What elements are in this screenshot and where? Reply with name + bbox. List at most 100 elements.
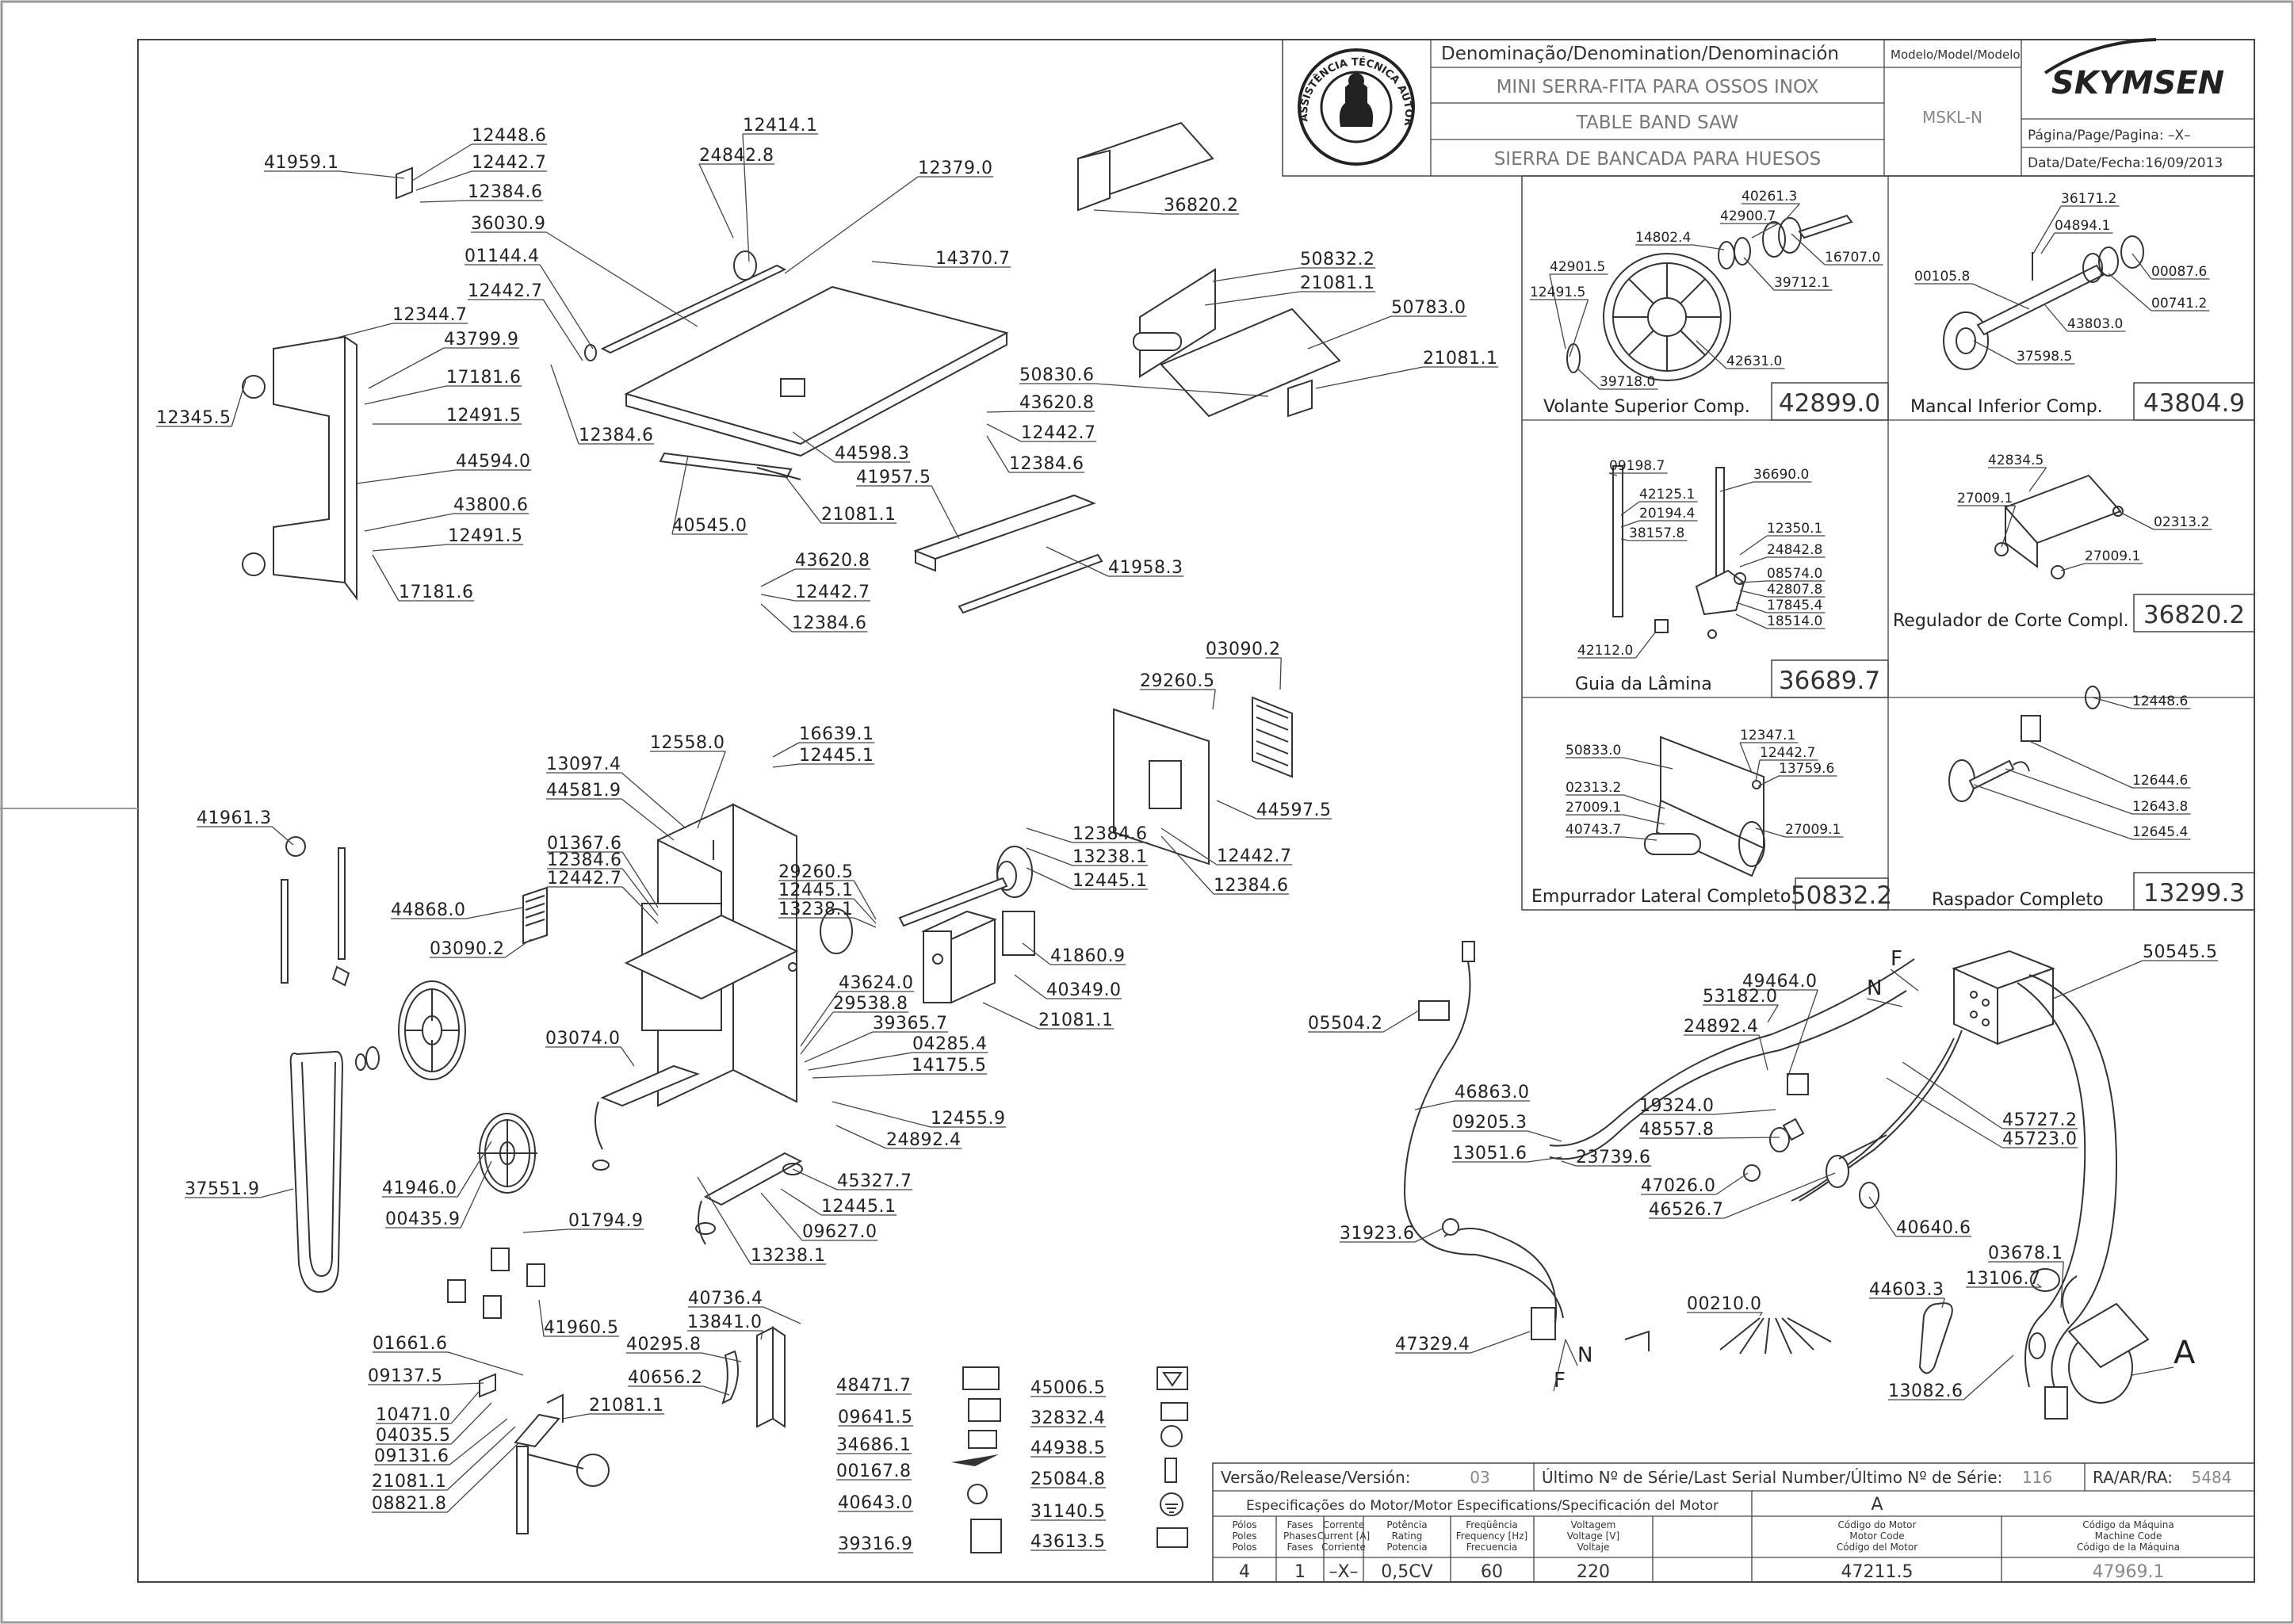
subassembly-title: Guia da Lâmina bbox=[1575, 674, 1712, 694]
part-number-label: 16639.1 bbox=[799, 724, 874, 744]
leader-line bbox=[792, 431, 835, 463]
leader-line bbox=[1868, 1196, 1897, 1237]
part-number-label: 41958.3 bbox=[1108, 558, 1183, 578]
leader-line bbox=[621, 772, 686, 829]
leader-line bbox=[466, 907, 524, 919]
leader-line bbox=[1279, 657, 1282, 690]
subassembly-callouts: 40261.342900.714802.416707.039712.142901… bbox=[1530, 189, 2212, 841]
spec-col-value: 60 bbox=[1481, 1562, 1503, 1582]
leader-line bbox=[1739, 556, 1768, 567]
leader-line bbox=[504, 938, 532, 958]
leader-line bbox=[2132, 1366, 2174, 1376]
part-number-label: 39316.9 bbox=[838, 1534, 912, 1554]
leader-line bbox=[2132, 253, 2152, 280]
ra-value: 5484 bbox=[2192, 1468, 2232, 1487]
part-number-label: 25084.8 bbox=[1030, 1469, 1105, 1489]
part-number-label: 13238.1 bbox=[1072, 847, 1147, 867]
part-number-label: 00210.0 bbox=[1687, 1294, 1761, 1314]
serial-value: 116 bbox=[2022, 1468, 2052, 1487]
leader-line bbox=[2060, 563, 2086, 571]
leader-line bbox=[2001, 505, 2017, 548]
leader-line bbox=[460, 1160, 492, 1229]
subassembly-code: 36689.7 bbox=[1779, 667, 1880, 695]
leader-line bbox=[1470, 1331, 1531, 1354]
leader-line bbox=[2108, 273, 2152, 311]
electrical-mark-n2: N bbox=[1577, 1343, 1593, 1367]
part-number-label: 09627.0 bbox=[802, 1222, 877, 1242]
leader-line bbox=[808, 1052, 913, 1071]
leader-line bbox=[1902, 1061, 2003, 1129]
leader-line bbox=[1577, 368, 1600, 390]
leader-line bbox=[372, 554, 400, 602]
part-number-label: 02313.2 bbox=[2154, 514, 2209, 530]
leader-line bbox=[772, 763, 800, 768]
leader-line bbox=[539, 264, 594, 350]
leader-line bbox=[1527, 1156, 1562, 1163]
leader-line bbox=[450, 1390, 480, 1424]
part-number-label: 03090.2 bbox=[1206, 640, 1280, 659]
part-number-label: 43620.8 bbox=[795, 551, 870, 571]
part-number-label: 47026.0 bbox=[1641, 1176, 1715, 1196]
spec-col-header: Frequency [Hz] bbox=[1456, 1530, 1528, 1542]
part-number-label: 12491.5 bbox=[1530, 285, 1585, 300]
part-number-label: 50830.6 bbox=[1019, 365, 1094, 385]
leader-line bbox=[1527, 1130, 1562, 1142]
part-number-label: 13106.7 bbox=[1966, 1269, 2040, 1289]
leader-line bbox=[760, 1330, 763, 1340]
part-number-label: 12643.8 bbox=[2132, 799, 2188, 815]
part-number-label: 01661.6 bbox=[373, 1334, 447, 1354]
leader-line bbox=[2044, 304, 2068, 332]
part-number-label: 05504.2 bbox=[1308, 1014, 1382, 1034]
part-number-label: 40545.0 bbox=[672, 516, 747, 536]
part-number-label: 12442.7 bbox=[547, 869, 621, 888]
leader-line bbox=[368, 347, 445, 389]
leader-line bbox=[1758, 1034, 1768, 1071]
leader-line bbox=[1783, 203, 1800, 223]
leader-line bbox=[621, 798, 675, 841]
leader-line bbox=[1620, 520, 1640, 528]
part-number-label: 50832.2 bbox=[1300, 250, 1374, 269]
leader-line bbox=[671, 455, 689, 535]
part-number-label: 27009.1 bbox=[1566, 800, 1621, 816]
subassembly-title: Empurrador Lateral Completo bbox=[1531, 887, 1791, 907]
part-number-label: 20194.4 bbox=[1639, 506, 1695, 522]
leader-line bbox=[853, 898, 877, 924]
part-number-label: 44938.5 bbox=[1030, 1439, 1105, 1458]
part-number-label: 45006.5 bbox=[1030, 1378, 1105, 1398]
part-number-label: 21081.1 bbox=[1038, 1011, 1113, 1030]
leader-line bbox=[231, 380, 247, 427]
leader-line bbox=[1735, 613, 1768, 629]
leader-line bbox=[800, 1011, 834, 1055]
part-number-label: 04035.5 bbox=[376, 1426, 450, 1446]
leader-line bbox=[812, 1073, 912, 1079]
part-number-label: 23739.6 bbox=[1576, 1148, 1650, 1167]
part-number-label: 39712.1 bbox=[1774, 275, 1829, 291]
spec-col-header: Código de la Máquina bbox=[2077, 1542, 2180, 1553]
leader-line bbox=[760, 568, 796, 587]
leader-line bbox=[1886, 1077, 2003, 1148]
leader-line bbox=[1623, 814, 1665, 825]
part-number-label: 29260.5 bbox=[1140, 671, 1214, 691]
spec-col-header: Pólos bbox=[1232, 1519, 1256, 1530]
leader-line bbox=[1565, 1339, 1578, 1366]
part-number-label: 36030.9 bbox=[471, 214, 545, 234]
leader-line bbox=[1382, 1010, 1420, 1033]
denomination-header: Denominação/Denomination/Denominación bbox=[1441, 44, 1839, 64]
leader-line bbox=[1723, 1172, 1836, 1219]
leader-line bbox=[772, 742, 800, 758]
part-number-label: 12384.6 bbox=[1214, 876, 1288, 896]
leader-line bbox=[832, 1101, 931, 1128]
leader-line bbox=[1890, 969, 1919, 992]
spec-col-header: Código do Motor bbox=[1838, 1519, 1917, 1530]
leader-line bbox=[742, 133, 750, 262]
spec-col-header: Rating bbox=[1392, 1530, 1423, 1542]
leader-line bbox=[1160, 835, 1214, 895]
part-number-label: 21081.1 bbox=[589, 1396, 663, 1416]
subassembly-raspador bbox=[1948, 686, 2101, 802]
part-number-label: 16707.0 bbox=[1825, 250, 1880, 266]
leader-line bbox=[1160, 827, 1218, 865]
motor-col-a: A bbox=[1871, 1495, 1883, 1515]
leader-line bbox=[1414, 1100, 1455, 1110]
part-number-label: 21081.1 bbox=[821, 505, 896, 525]
